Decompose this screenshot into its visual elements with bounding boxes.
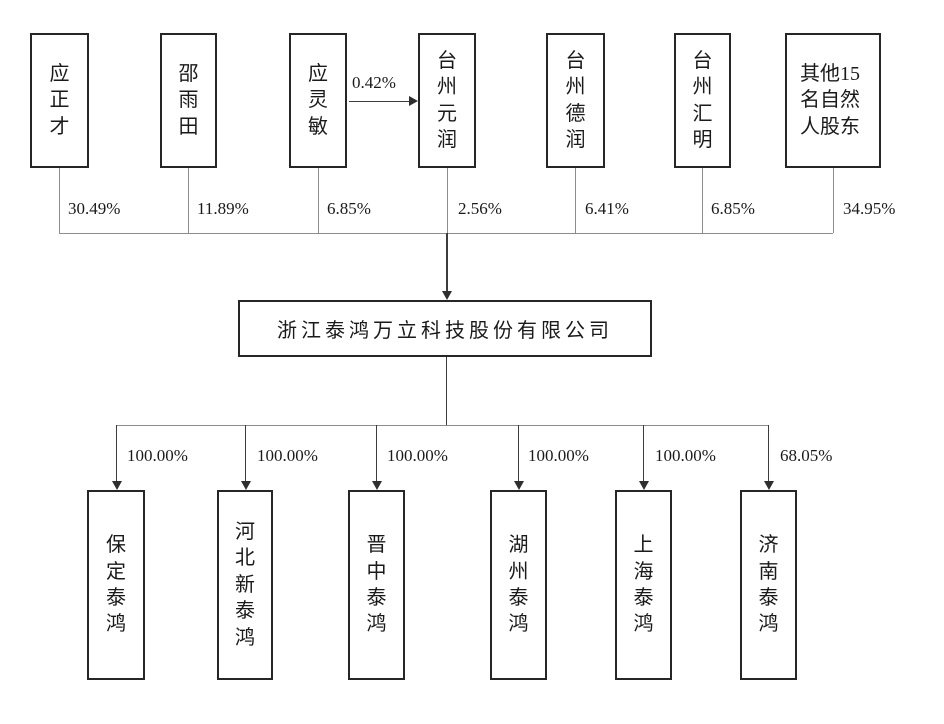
shareholder-name-2: 邵雨田 xyxy=(178,62,199,138)
cross-holding-arrowhead-right-icon xyxy=(409,96,418,106)
subsidiary-arrowhead-down-icon-6 xyxy=(764,481,774,490)
subsidiary-box-1: 保定泰鸿 xyxy=(87,490,145,680)
subsidiary-name-3: 晋中泰鸿 xyxy=(366,534,387,636)
subsidiary-name-5: 上海泰鸿 xyxy=(633,534,654,636)
subsidiary-pct-label-6: 68.05% xyxy=(780,446,833,465)
subsidiary-pct-label-1: 100.00% xyxy=(127,446,188,465)
shareholder-stem-4 xyxy=(447,168,448,233)
subsidiary-stem-6 xyxy=(768,425,769,482)
shareholder-box-2: 邵雨田 xyxy=(160,33,217,168)
shareholder-stem-3 xyxy=(318,168,319,233)
subsidiary-stem-4 xyxy=(518,425,519,482)
subsidiary-name-1: 保定泰鸿 xyxy=(106,534,126,636)
shareholder-stem-5 xyxy=(575,168,576,233)
subsidiary-box-6: 济南泰鸿 xyxy=(740,490,797,680)
cross-holding-connector xyxy=(349,101,410,102)
subsidiary-box-3: 晋中泰鸿 xyxy=(348,490,405,680)
parent-company-box: 浙江泰鸿万立科技股份有限公司 xyxy=(238,300,652,357)
subsidiary-stem-3 xyxy=(376,425,377,482)
subsidiary-pct-label-4: 100.00% xyxy=(528,446,589,465)
shareholder-stem-6 xyxy=(702,168,703,233)
parent-inbound-arrowhead-down-icon xyxy=(442,291,452,300)
parent-company-name: 浙江泰鸿万立科技股份有限公司 xyxy=(277,320,613,342)
shareholder-pct-label-3: 6.85% xyxy=(327,199,371,218)
shareholder-pct-label-7: 34.95% xyxy=(843,199,896,218)
subsidiary-name-6: 济南泰鸿 xyxy=(758,534,779,636)
shareholder-pct-label-5: 6.41% xyxy=(585,199,629,218)
shareholder-pct-label-1: 30.49% xyxy=(68,199,121,218)
shareholder-box-4: 台州元润 xyxy=(418,33,476,168)
shareholder-name-5: 台州德润 xyxy=(565,49,586,151)
subsidiary-bus-line xyxy=(116,425,768,426)
subsidiary-stem-2 xyxy=(245,425,246,482)
shareholder-box-7: 其他15名自然人股东 xyxy=(785,33,881,168)
shareholder-pct-label-4: 2.56% xyxy=(458,199,502,218)
shareholder-box-6: 台州汇明 xyxy=(674,33,731,168)
subsidiary-arrowhead-down-icon-4 xyxy=(514,481,524,490)
subsidiary-arrowhead-down-icon-3 xyxy=(372,481,382,490)
shareholder-name-1: 应正才 xyxy=(49,62,70,138)
shareholder-box-3: 应灵敏 xyxy=(289,33,347,168)
shareholder-name-7: 其他15名自然人股东 xyxy=(800,62,860,138)
shareholder-stem-7 xyxy=(833,168,834,233)
parent-outbound-connector xyxy=(446,357,447,425)
subsidiary-box-4: 湖州泰鸿 xyxy=(490,490,547,680)
subsidiary-arrowhead-down-icon-1 xyxy=(112,481,122,490)
shareholder-stem-2 xyxy=(188,168,189,233)
shareholder-box-1: 应正才 xyxy=(30,33,89,168)
cross-holding-pct-label: 0.42% xyxy=(352,73,396,92)
parent-inbound-connector xyxy=(446,233,448,292)
shareholder-pct-label-6: 6.85% xyxy=(711,199,755,218)
subsidiary-name-4: 湖州泰鸿 xyxy=(508,534,529,636)
subsidiary-arrowhead-down-icon-5 xyxy=(639,481,649,490)
subsidiary-stem-1 xyxy=(116,425,117,482)
subsidiary-stem-5 xyxy=(643,425,644,482)
subsidiary-arrowhead-down-icon-2 xyxy=(241,481,251,490)
subsidiary-name-2: 河北新泰鸿 xyxy=(235,521,255,649)
shareholder-name-4: 台州元润 xyxy=(437,49,457,151)
shareholder-name-3: 应灵敏 xyxy=(308,62,328,138)
shareholder-pct-label-2: 11.89% xyxy=(197,199,249,218)
subsidiary-pct-label-2: 100.00% xyxy=(257,446,318,465)
shareholder-name-6: 台州汇明 xyxy=(692,49,713,151)
subsidiary-box-2: 河北新泰鸿 xyxy=(217,490,273,680)
subsidiary-pct-label-3: 100.00% xyxy=(387,446,448,465)
shareholder-stem-1 xyxy=(59,168,60,233)
subsidiary-box-5: 上海泰鸿 xyxy=(615,490,672,680)
subsidiary-pct-label-5: 100.00% xyxy=(655,446,716,465)
shareholder-box-5: 台州德润 xyxy=(546,33,605,168)
